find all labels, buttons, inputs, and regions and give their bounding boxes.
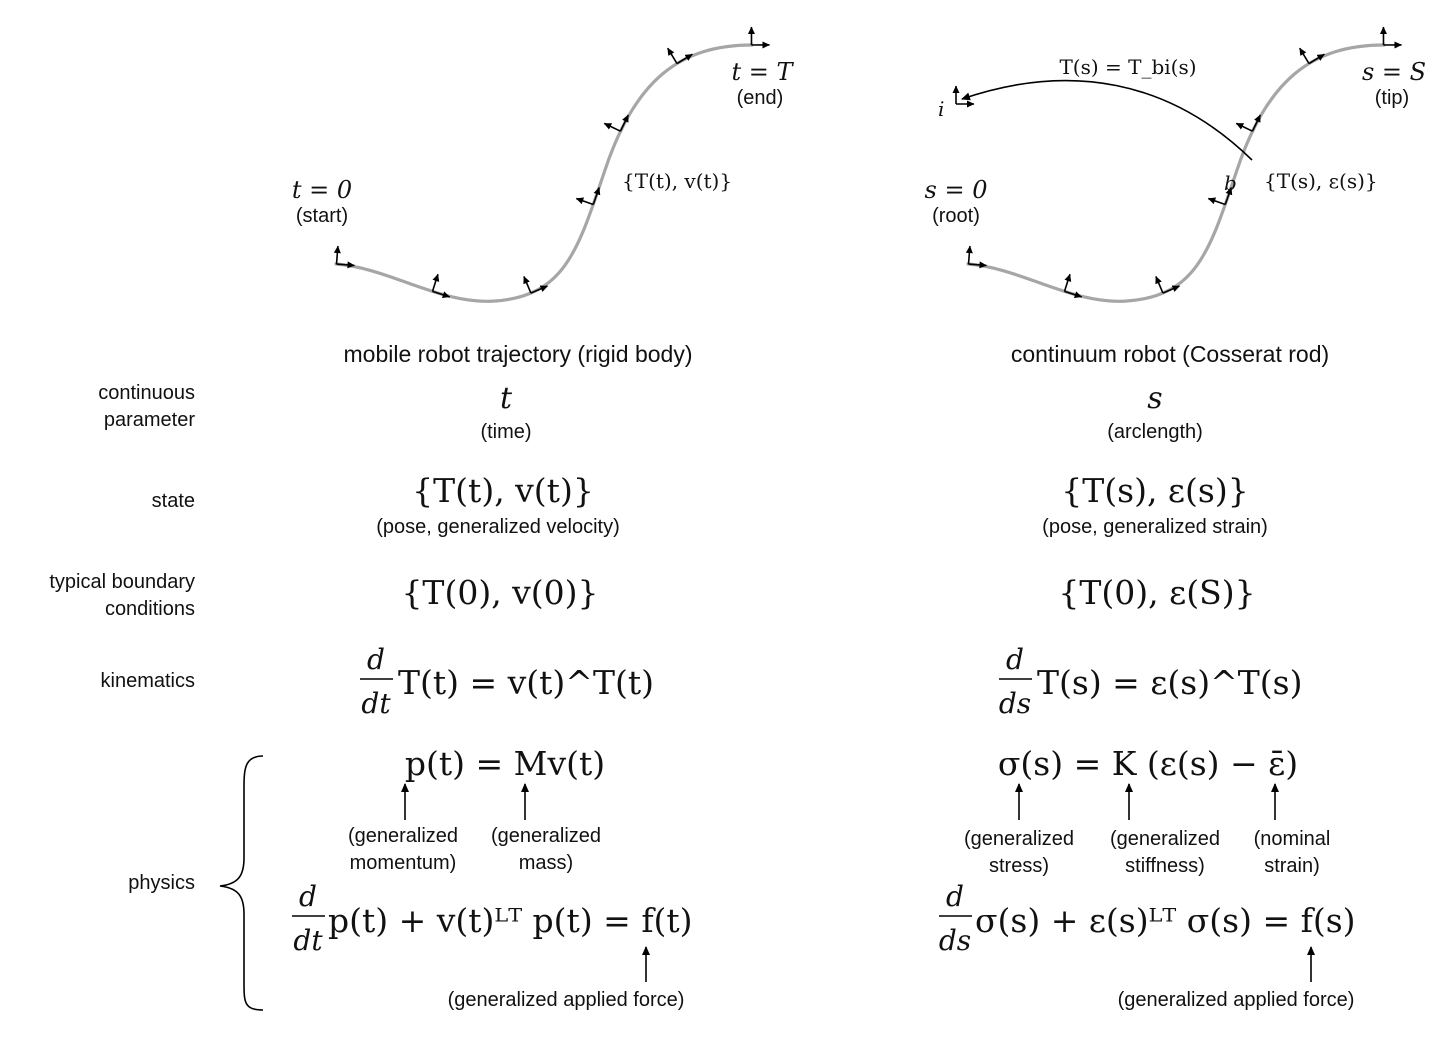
right-ann-K-line1: (generalized [1110, 828, 1220, 850]
right-phys2-num: d [946, 880, 964, 913]
right-param-desc: (arclength) [1107, 421, 1203, 443]
left-param-desc: (time) [480, 421, 531, 443]
right-trajectory: i T(s) = T_bi(s) b s = 0 (root) s = S (t… [925, 26, 1426, 303]
left-state-desc: (pose, generalized velocity) [376, 516, 619, 538]
row-label-param-line1: continuous [98, 382, 195, 404]
left-phys1: p(t) = Mv(t) [405, 744, 605, 783]
row-labels: continuous parameter state typical bound… [49, 382, 195, 894]
row-label-state: state [152, 490, 195, 512]
left-end-math: t = T [731, 58, 794, 86]
left-frame-5-y-axis [666, 47, 678, 64]
left-frame-1-x-axis [432, 290, 451, 299]
left-frame-label: {T(t), v(t)} [622, 169, 732, 193]
right-frame-3-x-axis [1224, 187, 1233, 205]
right-ann-sigma-line2: stress) [989, 855, 1049, 877]
left-trajectory: t = 0 (start) t = T (end) {T(t), v(t)} [292, 26, 794, 303]
right-boundary: {T(0), ε(S)} [1058, 573, 1255, 612]
left-start-math: t = 0 [292, 176, 352, 204]
right-end-label: (tip) [1375, 87, 1409, 109]
right-state-desc: (pose, generalized strain) [1042, 516, 1268, 538]
right-kin-rest: T(s) = ε(s)^T(s) [1037, 663, 1302, 702]
right-phys2-rest: σ(s) + ε(s)ᴸᵀ σ(s) = f(s) [975, 901, 1356, 940]
left-frame-2-y-axis [523, 276, 532, 294]
left-ann-M-line1: (generalized [491, 825, 601, 847]
right-frame-1-x-axis [1064, 290, 1083, 299]
left-curve [334, 43, 754, 303]
transform-label: T(s) = T_bi(s) [1059, 55, 1196, 79]
row-label-physics: physics [128, 872, 195, 894]
right-ann-eps-line2: strain) [1264, 855, 1320, 877]
left-start-label: (start) [296, 205, 348, 227]
right-frame-label: {T(s), ε(s)} [1264, 169, 1378, 193]
right-state: {T(s), ε(s)} [1061, 471, 1248, 510]
row-label-kinematics: kinematics [101, 670, 195, 692]
left-ann-f: (generalized applied force) [448, 989, 685, 1011]
left-title: mobile robot trajectory (rigid body) [344, 341, 693, 367]
right-frame-4-x-axis [1251, 114, 1261, 132]
left-param-symbol: t [500, 381, 513, 416]
right-frame-2-y-axis [1155, 276, 1164, 294]
right-param-symbol: s [1147, 381, 1162, 416]
left-ann-p-line1: (generalized [348, 825, 458, 847]
left-frame-3-y-axis [575, 197, 594, 206]
left-boundary: {T(0), v(0)} [401, 573, 598, 612]
right-title: continuum robot (Cosserat rod) [1011, 341, 1329, 367]
right-kin-num: d [1006, 643, 1024, 676]
right-phys1: σ(s) = K (ε(s) − ε̄) [998, 744, 1298, 783]
right-frame-2-x-axis [1162, 285, 1180, 294]
left-frame-4-y-axis [603, 122, 621, 132]
right-frame-3-y-axis [1207, 197, 1226, 206]
right-frames [965, 26, 1402, 299]
right-frame-5-x-axis [1308, 53, 1325, 65]
right-frame-0-x-axis [968, 261, 987, 269]
physics-brace [219, 755, 264, 1011]
right-curve [966, 43, 1386, 303]
left-state: {T(t), v(t)} [412, 471, 594, 510]
left-frame-0-x-axis [336, 261, 355, 269]
right-end-math: s = S [1362, 58, 1426, 86]
right-frame-1-y-axis [1063, 273, 1072, 292]
right-equations: s (arclength) {T(s), ε(s)} (pose, genera… [939, 381, 1356, 1011]
right-ann-sigma-line1: (generalized [964, 828, 1074, 850]
right-frame-5-y-axis [1298, 47, 1310, 64]
right-frame-4-y-axis [1235, 122, 1253, 132]
left-kin-rest: T(t) = v(t)^T(t) [398, 663, 654, 702]
row-label-bc-line2: conditions [105, 598, 195, 620]
left-frame-0-y-axis [333, 245, 341, 265]
right-ann-eps-line1: (nominal [1254, 828, 1331, 850]
left-phys2-den: dt [293, 924, 323, 957]
body-frame-label: b [1224, 171, 1237, 195]
left-frame-2-x-axis [530, 285, 548, 294]
inertial-frame-label: i [938, 97, 944, 121]
transform-arrow [961, 79, 1253, 161]
left-phys2-rest: p(t) + v(t)ᴸᵀ p(t) = f(t) [328, 901, 693, 940]
left-equations: t (time) {T(t), v(t)} (pose, generalized… [292, 381, 693, 1011]
left-phys2-num: d [299, 880, 317, 913]
left-kin-num: d [367, 643, 385, 676]
right-ann-K-line2: stiffness) [1125, 855, 1205, 877]
left-frame-1-y-axis [431, 273, 440, 292]
right-kin-den: ds [999, 687, 1031, 720]
right-start-label: (root) [932, 205, 980, 227]
left-frames [333, 26, 770, 299]
right-start-math: s = 0 [925, 176, 988, 204]
left-frame-4-x-axis [619, 114, 629, 132]
right-phys2-den: ds [939, 924, 971, 957]
row-label-param-line2: parameter [104, 409, 195, 431]
left-ann-M-line2: mass) [519, 852, 573, 874]
left-end-label: (end) [737, 87, 784, 109]
left-ann-p-line2: momentum) [350, 852, 457, 874]
left-kin-den: dt [361, 687, 391, 720]
right-frame-0-y-axis [965, 245, 973, 265]
row-label-bc-line1: typical boundary [49, 571, 195, 593]
left-frame-3-x-axis [592, 187, 601, 205]
left-frame-5-x-axis [676, 53, 693, 65]
right-ann-f: (generalized applied force) [1118, 989, 1355, 1011]
